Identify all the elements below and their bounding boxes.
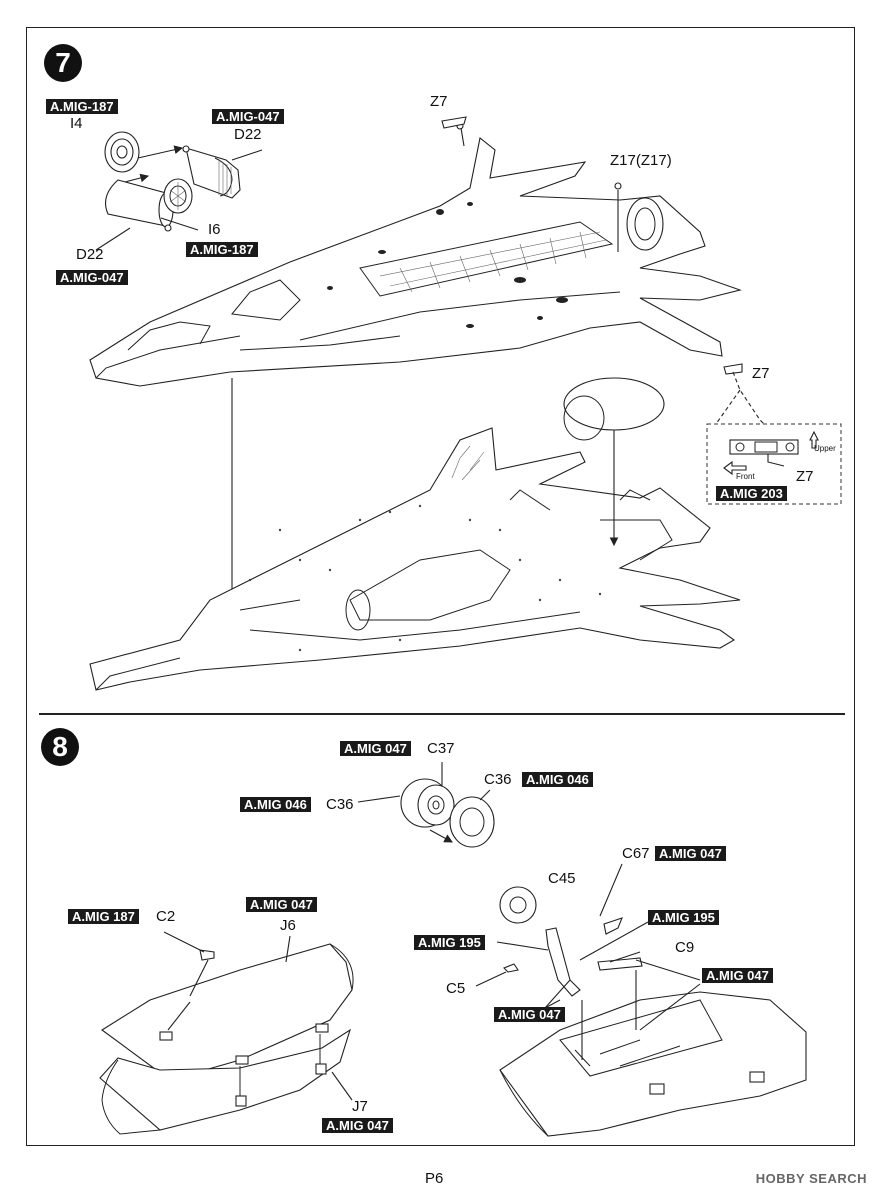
i6-fan-part — [163, 178, 193, 214]
part-label-z7-top: Z7 — [430, 93, 448, 110]
tag-c67: A.MIG 047 — [655, 846, 726, 861]
tag-d22-top: A.MIG-047 — [212, 109, 284, 124]
tag-c195-right: A.MIG 195 — [648, 910, 719, 925]
tag-c195-left: A.MIG 195 — [414, 935, 485, 950]
tag-c5: A.MIG 047 — [494, 1007, 565, 1022]
main-gear-bay-assembly — [499, 886, 807, 1137]
watermark: HOBBY SEARCH — [755, 1171, 867, 1186]
part-label-c9: C9 — [675, 939, 695, 956]
tag-i4: A.MIG-187 — [46, 99, 118, 114]
i4-ring-part — [104, 131, 140, 173]
part-label-i4: I4 — [70, 115, 83, 132]
part-label-c67: C67 — [622, 845, 650, 862]
part-label-c5: C5 — [446, 980, 466, 997]
step-7-badge: 7 — [44, 44, 82, 82]
part-label-z7-inset: Z7 — [796, 468, 814, 485]
d22-bottom-part — [105, 179, 174, 232]
tag-c37: A.MIG 047 — [340, 741, 411, 756]
part-label-j6: J6 — [280, 917, 296, 934]
page-number: P6 — [425, 1170, 444, 1187]
upper-fuselage-part — [89, 116, 743, 387]
part-label-d22-top: D22 — [234, 126, 262, 143]
part-label-i6: I6 — [208, 221, 221, 238]
j6-j7-door-assembly — [99, 943, 354, 1135]
tag-inset: A.MIG 203 — [716, 486, 787, 501]
part-label-c36-left: C36 — [326, 796, 354, 813]
part-label-z7-right: Z7 — [752, 365, 770, 382]
c37-c36-wheel — [400, 778, 495, 848]
part-label-c2: C2 — [156, 908, 176, 925]
part-label-c36-right: C36 — [484, 771, 512, 788]
part-label-j7: J7 — [352, 1098, 368, 1115]
instruction-frame — [26, 27, 855, 1146]
tag-d22-bottom: A.MIG-047 — [56, 270, 128, 285]
tag-i6: A.MIG-187 — [186, 242, 258, 257]
inset-front-label: Front — [736, 472, 755, 481]
tag-j7: A.MIG 047 — [322, 1118, 393, 1133]
tag-c2: A.MIG 187 — [68, 909, 139, 924]
lower-fuselage-part — [89, 377, 741, 691]
tag-j6: A.MIG 047 — [246, 897, 317, 912]
step-8-badge: 8 — [41, 728, 79, 766]
d22-top-part — [182, 145, 241, 199]
inset-upper-label: Upper — [814, 444, 836, 453]
part-label-c45: C45 — [548, 870, 576, 887]
tag-c36-right: A.MIG 046 — [522, 772, 593, 787]
tag-c9: A.MIG 047 — [702, 968, 773, 983]
part-label-c37: C37 — [427, 740, 455, 757]
tag-c36-left: A.MIG 046 — [240, 797, 311, 812]
step-divider — [39, 713, 845, 715]
part-label-d22-bottom: D22 — [76, 246, 104, 263]
part-label-z17: Z17(Z17) — [610, 152, 672, 169]
